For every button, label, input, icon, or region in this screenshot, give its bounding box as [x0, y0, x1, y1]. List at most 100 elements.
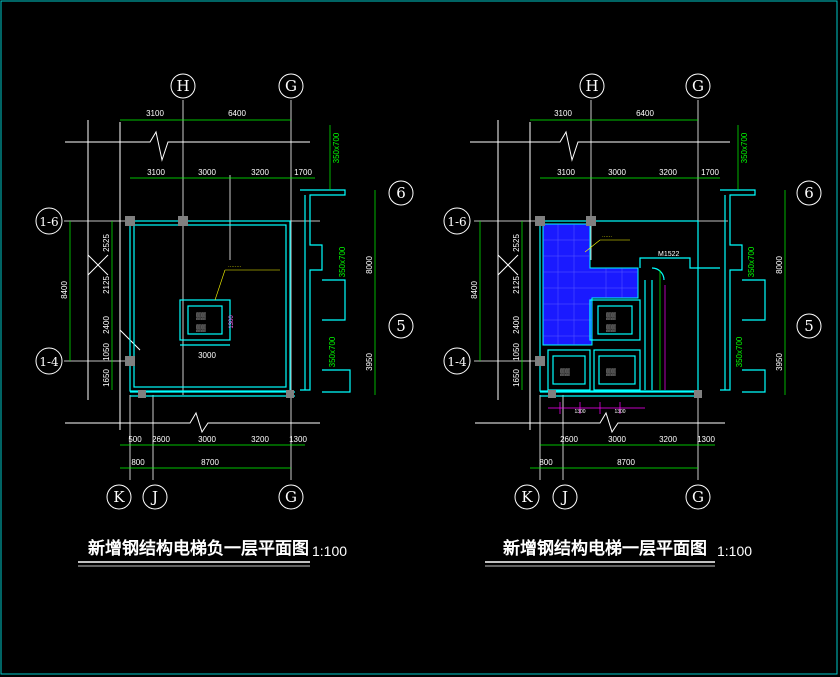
side2-label-c: 350x700	[735, 336, 744, 367]
dim2-top2-a: 3100	[557, 168, 575, 177]
axis-bubbles-2	[443, 73, 822, 510]
dim-bot2-a: 800	[131, 458, 145, 467]
dim2-top1-b: 6400	[636, 109, 654, 118]
axis-label-H: H	[176, 77, 189, 95]
side-label-c: 350x700	[328, 336, 337, 367]
svg-text:▒▒: ▒▒	[196, 324, 206, 332]
axis-label-6: 6	[396, 184, 406, 202]
dim-left-c: 2400	[102, 316, 111, 334]
steel-columns	[125, 216, 294, 398]
dim2-bot1-b: 3000	[608, 435, 626, 444]
dim2-left-d: 1050	[512, 343, 521, 361]
dimension-lines-2	[479, 119, 786, 469]
annotation-leader	[214, 269, 280, 301]
plan-basement: ········ ▒▒ ▒▒ H G K J G 1-6 1-4 6 5 310…	[35, 73, 414, 567]
plan-scale-2: 1:100	[717, 543, 752, 559]
axis-label-G-bottom: G	[285, 488, 297, 506]
axis-label-1-4-2: 1-4	[447, 355, 467, 369]
dim-top2-d: 1700	[294, 168, 312, 177]
elevator2-dim-a: 1300	[574, 409, 585, 415]
plan-title-2: 新增钢结构电梯一层平面图	[503, 538, 707, 559]
dim2-right-a: 8000	[775, 256, 784, 274]
dimension-lines	[69, 119, 376, 469]
dim-left-outer: 8400	[60, 281, 69, 299]
elevator2-dim-b: 1300	[614, 409, 625, 415]
side-label-a: 350x700	[332, 132, 341, 163]
dim-bot1-d: 3200	[251, 435, 269, 444]
axis-label-5: 5	[396, 317, 406, 335]
dim-top2-a: 3100	[147, 168, 165, 177]
axis-label-J-2: J	[560, 488, 568, 506]
side-label-b: 350x700	[338, 246, 347, 277]
dim-top1-b: 6400	[228, 109, 246, 118]
axis-label-K-2: K	[521, 488, 533, 506]
dim2-bot1-c: 3200	[659, 435, 677, 444]
annotation-text: ········	[228, 264, 242, 270]
dim2-top2-c: 3200	[659, 168, 677, 177]
existing-building-lines	[65, 120, 320, 434]
side2-label-a: 350x700	[740, 132, 749, 163]
dim2-right-b: 3950	[775, 353, 784, 371]
axis-label-6-2: 6	[804, 184, 814, 202]
dim2-bot2-a: 800	[539, 458, 553, 467]
dim2-bot1-d: 1300	[697, 435, 715, 444]
axis-label-J: J	[150, 488, 158, 506]
dim-bot1-c: 3000	[198, 435, 216, 444]
dim2-top1-a: 3100	[554, 109, 572, 118]
axis-label-1-6-2: 1-6	[447, 215, 466, 229]
steel-columns-2	[535, 216, 702, 398]
dim-right-a: 8000	[365, 256, 374, 274]
axis-label-H-2: H	[585, 77, 598, 95]
dim-left-b: 2125	[102, 276, 111, 294]
dim2-left-c: 2400	[512, 316, 521, 334]
shaft-walls	[129, 189, 351, 397]
elevator-label-4: ▒▒	[606, 368, 616, 376]
elevator-label-3: ▒▒	[560, 368, 570, 376]
dim-top2-b: 3000	[198, 168, 216, 177]
dim-top1-a: 3100	[146, 109, 164, 118]
axis-label-1-4: 1-4	[39, 355, 59, 369]
dim-left-a: 2525	[102, 234, 111, 252]
axis-bubbles	[35, 73, 414, 510]
dim-bot2-b: 8700	[201, 458, 219, 467]
plan-first-floor: ······ ▒▒ ▒▒ ▒▒ ▒▒ M1522 H G K J G 1-6 1…	[443, 73, 822, 567]
dim2-left-e: 1650	[512, 369, 521, 387]
axis-label-K: K	[113, 488, 125, 506]
dim2-left-b: 2125	[512, 276, 521, 294]
dim2-top2-d: 1700	[701, 168, 719, 177]
side2-label-b: 350x700	[747, 246, 756, 277]
dim2-left-outer: 8400	[470, 281, 479, 299]
annotation-text-2: ······	[602, 234, 612, 240]
dim-left-e: 1650	[102, 369, 111, 387]
axis-label-1-6: 1-6	[39, 215, 58, 229]
dim2-bot2-b: 8700	[617, 458, 635, 467]
axis-label-G-bottom-2: G	[692, 488, 704, 506]
svg-text:▒▒: ▒▒	[606, 324, 616, 332]
elevator-dim-lines	[548, 285, 666, 414]
elevator-label: ▒▒	[196, 312, 206, 320]
dim2-top2-b: 3000	[608, 168, 626, 177]
dim-bot1-e: 1300	[289, 435, 307, 444]
stair-area	[542, 223, 639, 346]
annotation-leader-2	[584, 239, 630, 253]
axis-label-G-2: G	[692, 77, 704, 95]
axis-label-G: G	[285, 77, 297, 95]
dim-top2-c: 3200	[251, 168, 269, 177]
shaft-walls-2	[539, 189, 766, 397]
plan-scale: 1:100	[312, 543, 347, 559]
stair-hatch	[543, 224, 638, 345]
dim-bot1-b: 2600	[152, 435, 170, 444]
elevator-label-2: ▒▒	[606, 312, 616, 320]
dim2-bot1-a: 2600	[560, 435, 578, 444]
elevator-dim-a: 1300	[229, 315, 235, 329]
door-label: M1522	[658, 251, 680, 258]
dim-bot1-a: 500	[128, 435, 142, 444]
axis-label-5-2: 5	[804, 317, 814, 335]
dim-left-d: 1050	[102, 343, 111, 361]
dim-right-b: 3950	[365, 353, 374, 371]
plan-title: 新增钢结构电梯负一层平面图	[88, 538, 309, 559]
dim2-left-a: 2525	[512, 234, 521, 252]
elevator-dim-b: 3000	[198, 351, 216, 360]
